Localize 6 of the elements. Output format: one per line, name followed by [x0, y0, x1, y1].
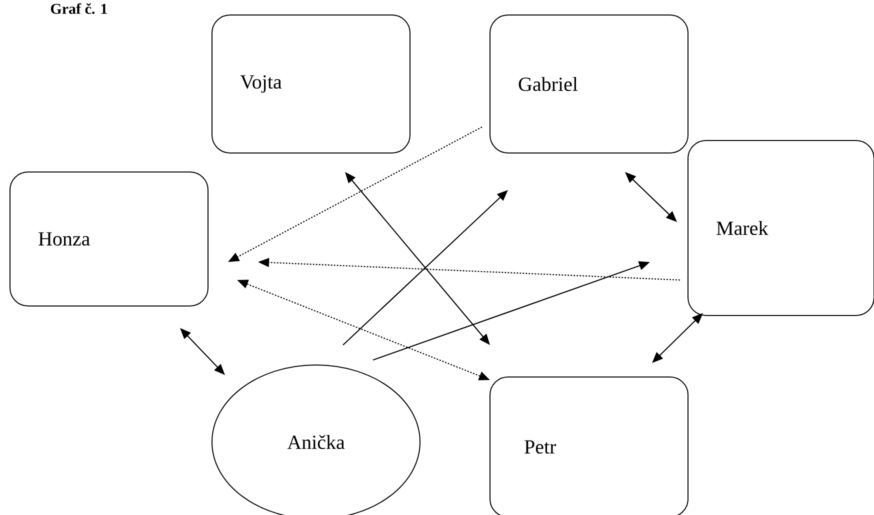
person-box: Vojta: [212, 14, 410, 154]
person-box: Honza: [10, 172, 208, 306]
person-box: Marek: [688, 140, 874, 316]
person-box: Petr: [490, 376, 688, 515]
person-box: Gabriel: [490, 14, 688, 154]
title: Graf č. 1: [50, 3, 107, 14]
